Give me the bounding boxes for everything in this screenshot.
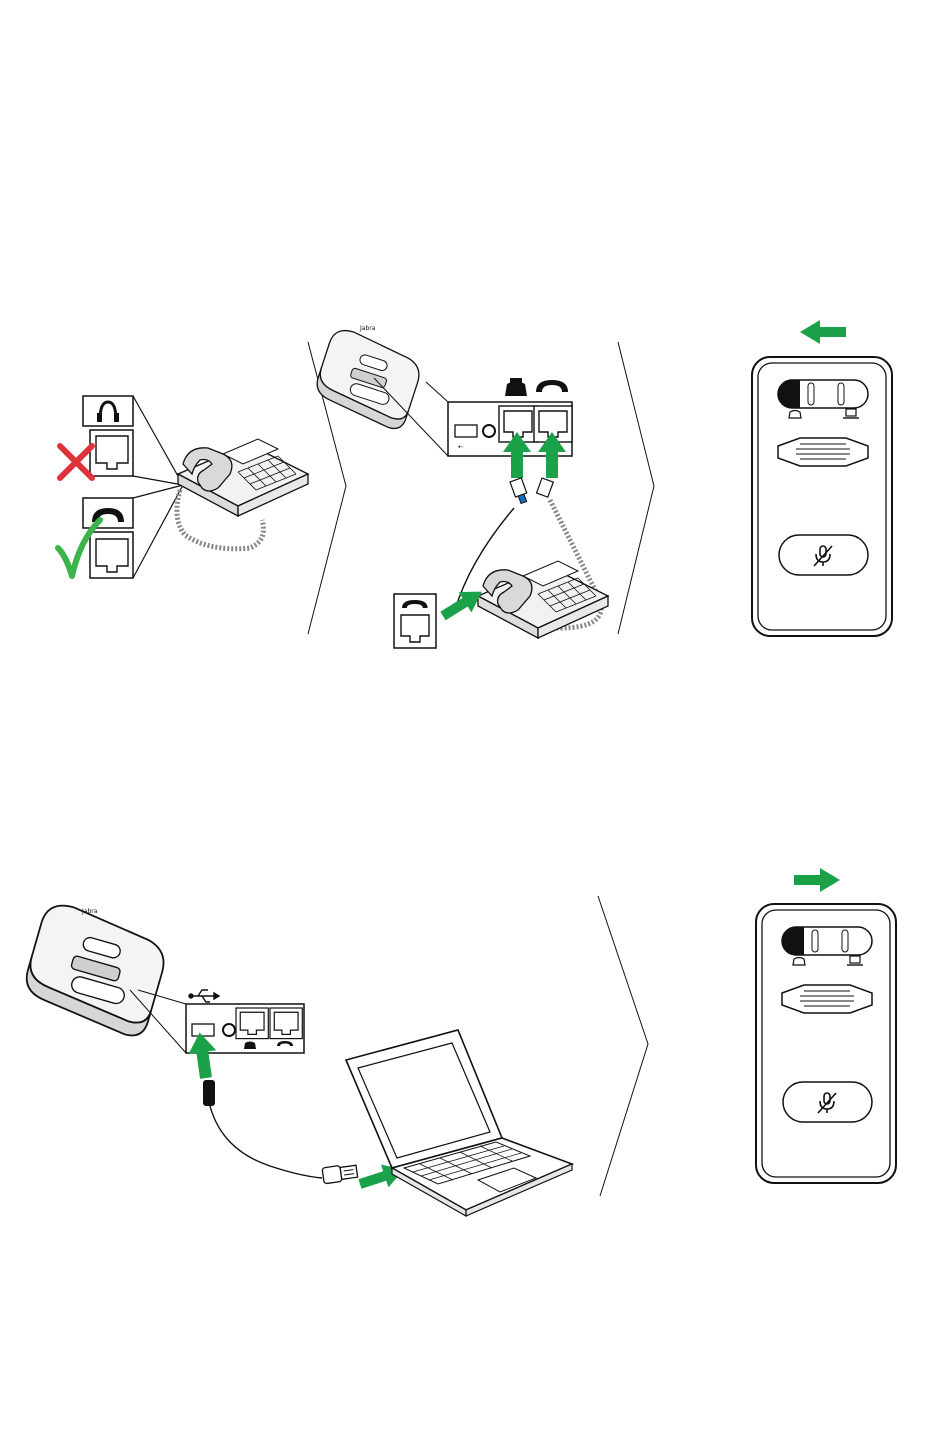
wrong-cross-icon: [60, 446, 92, 478]
callout-lines: [133, 396, 183, 578]
desk-phone-illustration: [178, 439, 308, 516]
rj-plug: [510, 478, 529, 505]
usb-cable: [210, 1106, 322, 1178]
desk-phone-icon: [505, 378, 527, 396]
desk-phone-icon: [244, 1042, 256, 1050]
usb-port: [192, 1024, 214, 1036]
panel-connect-phone: Jabra ⇠: [310, 325, 608, 648]
laptop-illustration: [346, 1030, 572, 1216]
step-separator: [618, 342, 654, 634]
brand-mark: Jabra: [81, 908, 98, 915]
rj-plug: [537, 478, 554, 497]
usb-port: [455, 425, 477, 437]
speaker-grill: [778, 438, 868, 466]
panel-switch-phone: [752, 320, 892, 636]
usb-a-plug: [322, 1163, 358, 1184]
usb-icon: [189, 990, 219, 1002]
panel-connect-usb: Jabra: [18, 900, 572, 1216]
step-separator: [598, 896, 648, 1196]
slide-right-arrow-icon: [794, 868, 840, 892]
speaker-grill: [782, 985, 872, 1013]
aux-jack: [483, 425, 495, 437]
handset-icon: [536, 380, 568, 392]
aux-jack: [223, 1024, 235, 1036]
svg-text:⇠: ⇠: [458, 443, 464, 451]
panel-switch-pc: [756, 868, 896, 1183]
handset-port: [270, 1008, 302, 1039]
base-unit-illustration: [18, 900, 172, 1040]
phone-port: [236, 1008, 268, 1039]
slide-left-arrow-icon: [800, 320, 846, 344]
micro-usb-plug: [203, 1080, 215, 1106]
panel-desk-phone: [58, 396, 308, 578]
brand-mark: Jabra: [359, 325, 376, 332]
